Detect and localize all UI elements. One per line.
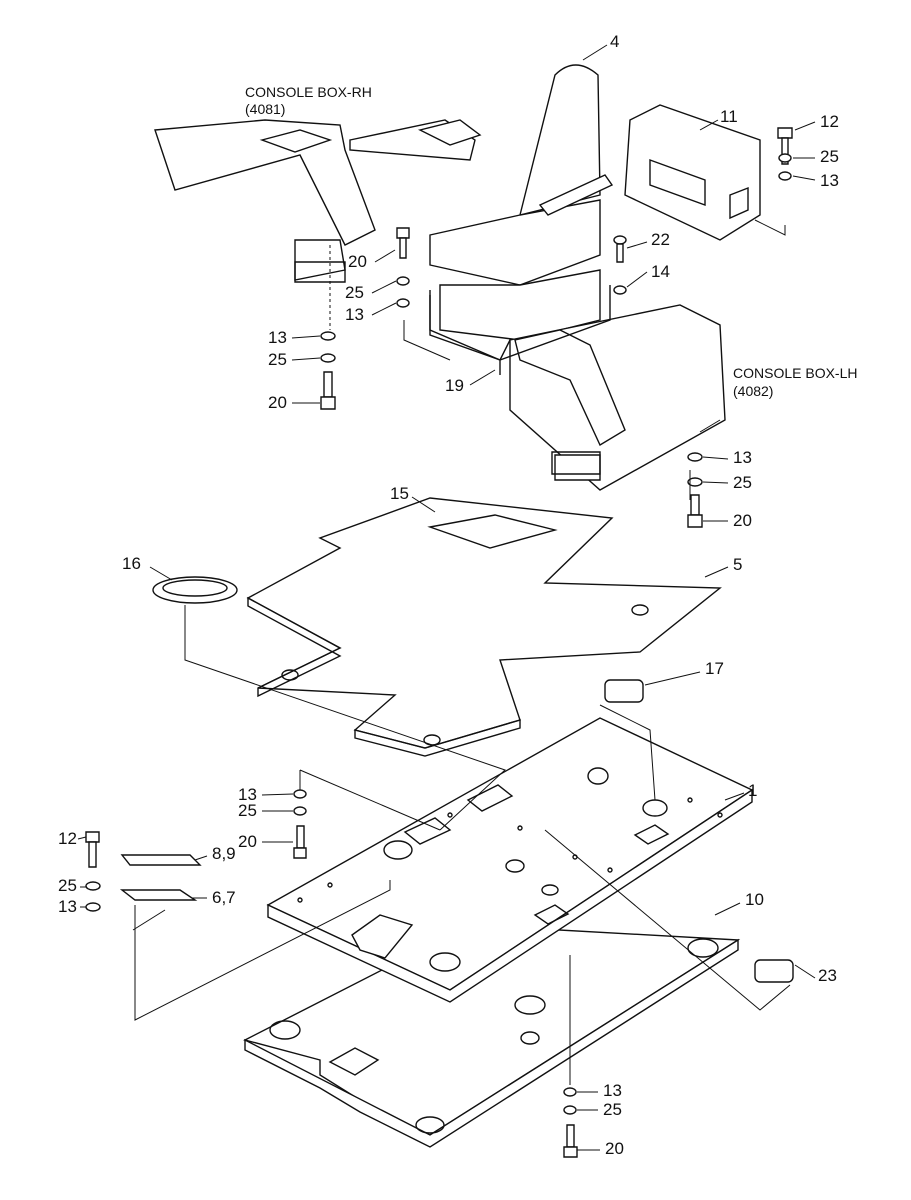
grommet-16-inner [163, 580, 227, 596]
callout-25: 25 [268, 350, 287, 369]
callout-25: 25 [820, 147, 839, 166]
callout-25: 25 [238, 801, 257, 820]
console-box-rh-code: (4081) [245, 101, 286, 117]
rubber-mount [295, 262, 345, 282]
callout-13: 13 [345, 305, 364, 324]
floor-plate-10 [245, 925, 738, 1147]
callout-13: 13 [603, 1081, 622, 1100]
console-box-lh-code: (4082) [733, 383, 774, 399]
callout-25: 25 [345, 283, 364, 302]
callout-12: 12 [820, 112, 839, 131]
callout-16: 16 [122, 554, 141, 573]
console-box-rh-caption: CONSOLE BOX-RH [245, 84, 372, 100]
callout-25: 25 [733, 473, 752, 492]
callout-22: 22 [651, 230, 670, 249]
callout-5: 5 [733, 555, 743, 574]
fasteners [86, 128, 792, 1157]
callout-13: 13 [820, 171, 839, 190]
callout-1: 1 [748, 781, 758, 800]
callout-6-7: 6,7 [212, 888, 236, 907]
grommet-16 [153, 577, 237, 603]
callout-12: 12 [58, 829, 77, 848]
callout-13: 13 [58, 897, 77, 916]
callout-23: 23 [818, 966, 837, 985]
console-box-rh [155, 120, 480, 280]
floor-plate-1 [268, 718, 752, 1002]
callout-20: 20 [605, 1139, 624, 1158]
rubber-mount [552, 452, 600, 474]
callout-13: 13 [238, 785, 257, 804]
cap-17 [605, 680, 643, 702]
bracket-19 [430, 285, 610, 375]
callout-13: 13 [268, 328, 287, 347]
callout-20: 20 [238, 832, 257, 851]
callout-10: 10 [745, 890, 764, 909]
console-box-lh [510, 305, 725, 490]
leader-lines [78, 45, 815, 1150]
cap-23 [755, 960, 793, 982]
callout-19: 19 [445, 376, 464, 395]
console-cover-11 [625, 105, 760, 240]
callout-17: 17 [705, 659, 724, 678]
callout-13: 13 [733, 448, 752, 467]
callout-20: 20 [348, 252, 367, 271]
callout-25: 25 [58, 876, 77, 895]
callout-11: 11 [720, 107, 738, 126]
console-box-lh-caption: CONSOLE BOX-LH [733, 365, 858, 381]
callout-20: 20 [268, 393, 287, 412]
callout-15: 15 [390, 484, 409, 503]
operator-seat [430, 65, 612, 360]
callout-14: 14 [651, 262, 670, 281]
callout-4: 4 [610, 32, 620, 51]
floor-mat-15 [248, 498, 720, 756]
callout-20: 20 [733, 511, 752, 530]
callout-8-9: 8,9 [212, 844, 236, 863]
callout-25: 25 [603, 1100, 622, 1119]
